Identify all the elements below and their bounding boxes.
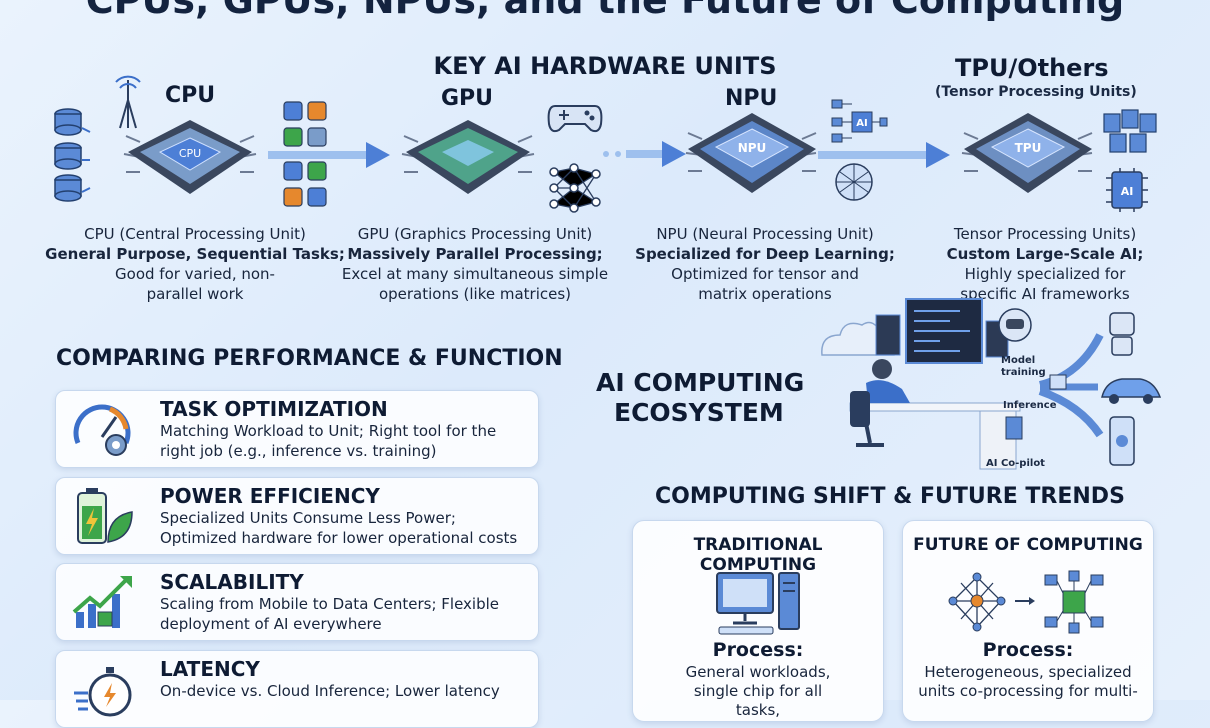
card-desc: Specialized Units Consume Less Power; Op… (160, 509, 518, 547)
cpu-name: CPU (Central Processing Unit) (84, 225, 306, 243)
arrow-npu-to-tpu (818, 142, 950, 168)
traditional-title: TRADITIONAL COMPUTING (693, 535, 823, 575)
inference-label: Inference (1003, 400, 1057, 411)
traditional-desc: General workloads, single chip for all t… (685, 663, 831, 719)
person-icon (872, 359, 892, 379)
card-desc: Scaling from Mobile to Data Centers; Fle… (160, 595, 499, 633)
app-icons-grid (283, 101, 327, 207)
traditional-card: TRADITIONAL COMPUTING Process: General w… (632, 520, 884, 722)
gpu-label: GPU (441, 86, 494, 111)
page-title: CPUs, GPUs, NPUs, and the Future of Comp… (85, 0, 1125, 22)
cpu-label: CPU (165, 83, 216, 108)
ecosystem-title: AI COMPUTING ECOSYSTEM (596, 368, 804, 428)
cpu-chip-text: CPU (179, 147, 201, 160)
stopwatch-icon (74, 667, 132, 717)
gpu-chip-icon (401, 120, 535, 194)
card-latency: LATENCY On-device vs. Cloud Inference; L… (55, 650, 539, 728)
card-title: LATENCY (160, 657, 260, 681)
npu-chip-icon: NPU (685, 113, 817, 193)
model-label: Model (1001, 355, 1036, 366)
heterogeneous-network-icon (948, 570, 1104, 634)
ecosystem-illustration (821, 298, 1162, 470)
future-desc: Heterogeneous, specialized units co-proc… (918, 663, 1138, 700)
gamepad-icon (547, 105, 603, 133)
card-power-efficiency: POWER EFFICIENCY Specialized Units Consu… (55, 477, 539, 555)
cpu-headline: General Purpose, Sequential Tasks; (45, 245, 345, 263)
future-card: FUTURE OF COMPUTING Process: Heterogeneo… (902, 520, 1154, 722)
comparing-title: COMPARING PERFORMANCE & FUNCTION (56, 346, 563, 371)
arrow-cpu-to-gpu (268, 142, 390, 168)
traditional-process-label: Process: (712, 639, 804, 661)
ai-box-text: AI (856, 118, 867, 129)
gauge-gear-icon (73, 404, 131, 456)
ai-chip-text: AI (1121, 185, 1134, 198)
cpu-chip-icon: CPU (123, 120, 257, 194)
antenna-icon (115, 75, 141, 129)
card-desc: Matching Workload to Unit; Right tool fo… (160, 422, 497, 460)
card-title: POWER EFFICIENCY (160, 484, 380, 508)
tpu-detail: Highly specialized for specific AI frame… (960, 265, 1130, 303)
card-title: SCALABILITY (160, 570, 304, 594)
cpu-detail: Good for varied, non-parallel work (115, 265, 275, 303)
ecosystem-title-line2: ECOSYSTEM (614, 398, 784, 427)
tpu-label: TPU/Others (955, 54, 1109, 82)
ai-flow-icon: AI (831, 99, 888, 143)
card-task-optimization: TASK OPTIMIZATION Matching Workload to U… (55, 390, 539, 468)
npu-name: NPU (Neural Processing Unit) (656, 225, 874, 243)
card-scalability: SCALABILITY Scaling from Mobile to Data … (55, 563, 539, 641)
desktop-computer-icon (716, 572, 800, 635)
gpu-name: GPU (Graphics Processing Unit) (357, 225, 593, 243)
database-stack-icon (54, 108, 91, 202)
model-training-label: Model training (1001, 355, 1046, 379)
tpu-chip-text: TPU (1015, 141, 1042, 155)
npu-label: NPU (725, 86, 778, 111)
trends-title: COMPUTING SHIFT & FUTURE TRENDS (655, 484, 1125, 509)
card-title: TASK OPTIMIZATION (160, 397, 388, 421)
key-hardware-title: KEY AI HARDWARE UNITS (433, 52, 777, 80)
npu-detail: Optimized for tensor and matrix operatio… (671, 265, 859, 303)
tpu-description: Tensor Processing Units) Custom Large-Sc… (920, 224, 1170, 304)
npu-headline: Specialized for Deep Learning; (635, 245, 895, 263)
network-sphere-icon (835, 163, 873, 201)
future-process-label: Process: (982, 639, 1074, 661)
gpu-description: GPU (Graphics Processing Unit) Massively… (340, 224, 610, 304)
neural-network-icon (549, 163, 601, 213)
card-desc: On-device vs. Cloud Inference; Lower lat… (160, 682, 500, 700)
robot-icon (1109, 312, 1135, 336)
battery-leaf-icon (77, 488, 133, 544)
tpu-sublabel: (Tensor Processing Units) (935, 84, 1137, 100)
ai-chip-icon: AI (1106, 168, 1148, 212)
server-cluster-icon (1103, 109, 1157, 153)
npu-description: NPU (Neural Processing Unit) Specialized… (630, 224, 900, 304)
gpu-headline: Massively Parallel Processing; (347, 245, 603, 263)
cpu-description: CPU (Central Processing Unit) General Pu… (40, 224, 350, 304)
car-icon (1101, 378, 1162, 398)
training-label: training (1001, 367, 1046, 378)
future-title: FUTURE OF COMPUTING (913, 535, 1143, 555)
tpu-headline: Custom Large-Scale AI; (946, 245, 1144, 263)
tpu-name: Tensor Processing Units) (953, 225, 1137, 243)
tpu-chip-icon: TPU (961, 113, 1093, 193)
growth-chart-icon (72, 576, 132, 628)
arrow-gpu-to-npu (603, 141, 686, 167)
ecosystem-title-line1: AI COMPUTING (596, 368, 805, 397)
npu-chip-text: NPU (738, 141, 767, 155)
gpu-detail: Excel at many simultaneous simple operat… (341, 265, 609, 303)
copilot-label: AI Co-pilot (986, 458, 1045, 469)
